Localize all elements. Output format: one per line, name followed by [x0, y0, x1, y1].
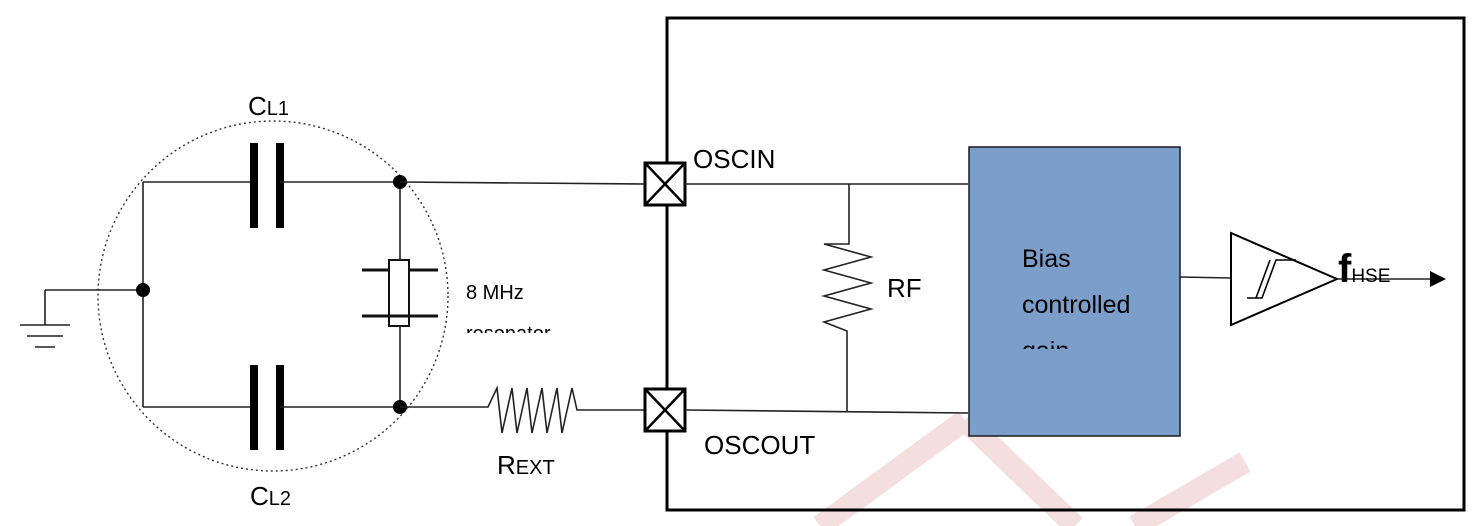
- cl1-label: CL1: [248, 91, 289, 121]
- oscin-wire: [399, 181, 646, 185]
- crystal-word-clip: resonator: [466, 323, 551, 345]
- external-components-outline: [97, 120, 449, 472]
- oscin-label: OSCIN: [693, 144, 775, 174]
- output-arrow-icon: [1430, 271, 1446, 287]
- rext-label: REXT: [497, 450, 555, 480]
- rext-resistor-icon: [400, 385, 645, 434]
- bias-label-line1: Bias: [1022, 245, 1071, 273]
- oscin-pin-icon: [643, 161, 687, 207]
- oscout-pin-icon: [643, 387, 687, 433]
- ground-node: [136, 283, 150, 297]
- crystal-word-label: resonator: [466, 323, 551, 345]
- crystal-resonator-icon: [362, 182, 438, 407]
- internal-oscout-wire: [684, 409, 969, 414]
- watermark: [813, 411, 1251, 526]
- bias-label-line2: controlled: [1022, 291, 1130, 319]
- rf-resistor-icon: [820, 184, 875, 412]
- ground-icon: [20, 289, 143, 348]
- watermark-stroke-right: [957, 412, 1083, 526]
- oscout-label: OSCOUT: [704, 430, 815, 460]
- schmitt-buffer-icon: [1230, 231, 1340, 327]
- cl2-label: CL2: [250, 481, 291, 511]
- fhse-label: fHSE: [1338, 247, 1390, 291]
- crystal-frequency-label: 8 MHz: [466, 282, 524, 304]
- bias-output-wire: [1179, 276, 1232, 279]
- bias-line3-clip: gain: [1022, 337, 1069, 365]
- rf-label: RF: [887, 273, 922, 303]
- cl1-plate-left: [250, 143, 258, 228]
- bias-controlled-gain-block: [968, 146, 1181, 437]
- watermark-stroke-left: [813, 411, 972, 526]
- bias-label-line3: gain: [1022, 337, 1069, 365]
- cl1-plate-right: [276, 143, 284, 228]
- chip-boundary: [665, 16, 1466, 512]
- cl2-plate-left: [250, 365, 258, 450]
- watermark-stroke-far: [1129, 452, 1251, 526]
